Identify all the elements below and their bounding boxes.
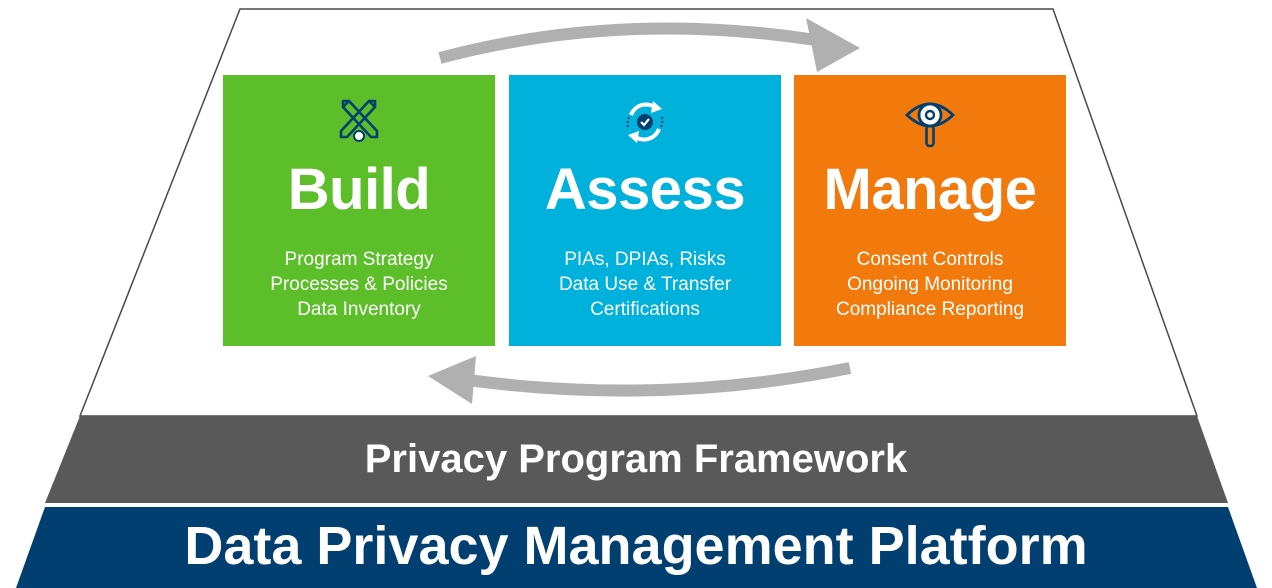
- platform-band-label: Data Privacy Management Platform: [184, 516, 1088, 576]
- card-item: Ongoing Monitoring: [847, 274, 1013, 295]
- top-cycle-arrow: [438, 22, 817, 64]
- crossed-pencils-icon: [223, 97, 495, 143]
- bottom-arrow-head: [428, 356, 476, 404]
- card-item: Compliance Reporting: [836, 299, 1024, 320]
- card-items: Consent Controls Ongoing Monitoring Comp…: [794, 247, 1066, 322]
- card-title: Assess: [544, 157, 746, 222]
- bottom-cycle-arrow: [467, 362, 852, 397]
- card-title: Manage: [823, 157, 1037, 222]
- card-title: Build: [287, 157, 431, 222]
- assess-card: Assess PIAs, DPIAs, Risks Data Use & Tra…: [509, 75, 781, 346]
- card-items: PIAs, DPIAs, Risks Data Use & Transfer C…: [509, 247, 781, 322]
- card-item: Data Inventory: [297, 299, 421, 320]
- framework-band: [45, 416, 1228, 503]
- card-item: Program Strategy: [284, 249, 434, 270]
- top-arrow-head: [806, 18, 860, 72]
- platform-band: [16, 507, 1257, 588]
- card-item: Certifications: [590, 299, 700, 320]
- manage-card: Manage Consent Controls Ongoing Monitori…: [794, 75, 1066, 346]
- card-item: Data Use & Transfer: [558, 274, 732, 295]
- build-card: Build Program Strategy Processes & Polic…: [223, 75, 495, 346]
- card-item: Processes & Policies: [270, 274, 448, 295]
- cycle-check-icon: [509, 97, 781, 143]
- card-items: Program Strategy Processes & Policies Da…: [223, 247, 495, 322]
- eye-magnifier-icon: [794, 97, 1066, 148]
- card-item: Consent Controls: [856, 249, 1004, 270]
- card-item: PIAs, DPIAs, Risks: [564, 249, 726, 270]
- framework-band-label: Privacy Program Framework: [364, 437, 908, 481]
